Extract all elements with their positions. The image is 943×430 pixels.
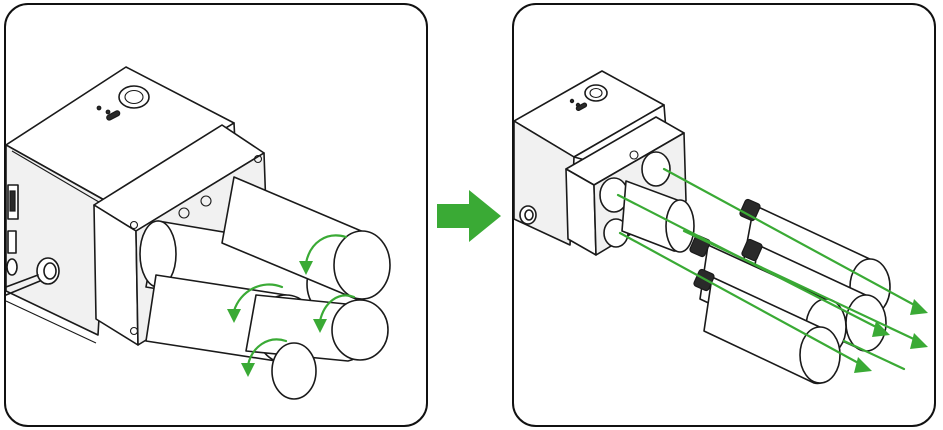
device-illustration-removed <box>514 70 928 385</box>
cable-connector-icon <box>519 205 537 225</box>
cartridge <box>221 176 391 300</box>
twist-arrow-icon <box>299 234 348 275</box>
next-step-arrow-icon <box>437 190 501 242</box>
panel-step-remove <box>512 3 936 427</box>
cartridge-port-empty <box>641 151 671 187</box>
status-led-icon <box>569 98 588 112</box>
cartridge <box>245 294 389 400</box>
side-ports <box>6 184 19 276</box>
cable-connector-icon <box>6 257 60 296</box>
pull-out-arrow-icon <box>618 231 872 373</box>
power-button-icon <box>584 84 608 102</box>
twist-arrow-icon <box>227 283 284 323</box>
pull-out-arrow-icon <box>842 339 906 371</box>
twist-arrow-icon <box>241 338 288 377</box>
pull-out-arrow-icon <box>662 167 928 315</box>
power-button-icon <box>118 85 150 109</box>
panel-step-twist <box>4 3 428 427</box>
device-illustration-installed <box>6 66 391 400</box>
twist-arrow-icon <box>313 294 356 333</box>
status-led-icon <box>96 105 121 121</box>
pull-out-arrow-icon <box>682 229 928 349</box>
